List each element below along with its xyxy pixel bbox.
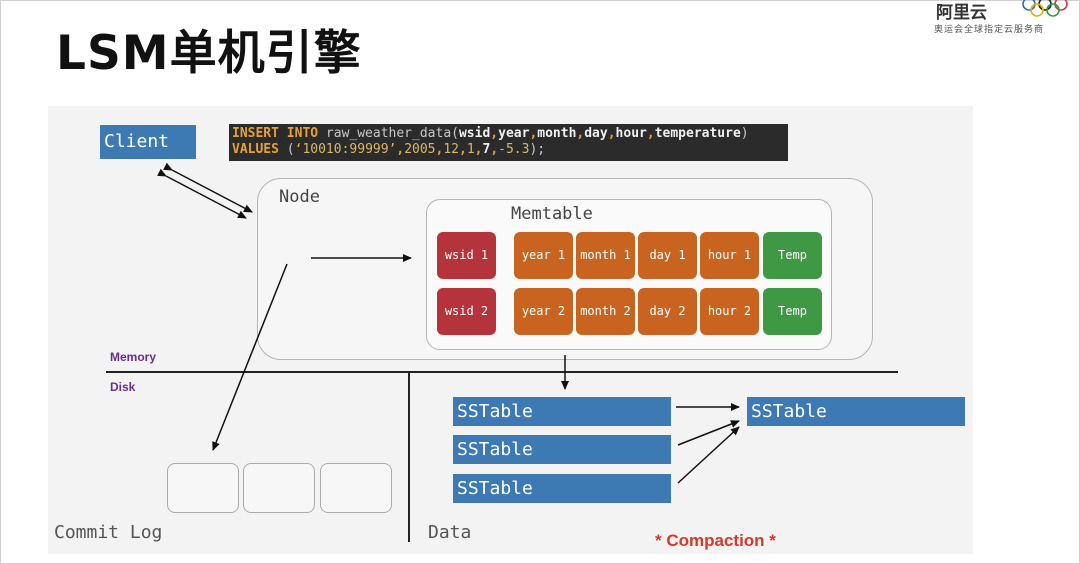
code-field-year: year bbox=[498, 126, 530, 141]
node-to-commitlog-arrow bbox=[212, 263, 288, 451]
commit-log-block-2 bbox=[243, 463, 315, 513]
memtable-cell-day-1: day 1 bbox=[638, 232, 697, 279]
memtable-cell-month-2: month 2 bbox=[576, 288, 635, 335]
olympic-rings-icon bbox=[1022, 0, 1068, 17]
memtable-cell-day-2: day 2 bbox=[638, 288, 697, 335]
code-field-day: day bbox=[584, 126, 608, 141]
sstable-merged: SSTable bbox=[747, 397, 965, 426]
sstable-3: SSTable bbox=[453, 474, 671, 503]
compaction-label: * Compaction * bbox=[655, 531, 776, 550]
memtable-cell-hour-2: hour 2 bbox=[700, 288, 759, 335]
sstable-2: SSTable bbox=[453, 435, 671, 464]
code-field-temperature: temperature bbox=[654, 126, 741, 141]
logo-subtitle: 奥运会全球指定云服务商 bbox=[934, 25, 1045, 35]
code-value-wsid: ‘10010:99999’ bbox=[294, 142, 397, 157]
code-field-month: month bbox=[537, 126, 577, 141]
code-value-day: 1 bbox=[466, 142, 475, 157]
memtable-cell-wsid-1: wsid 1 bbox=[437, 232, 496, 279]
memtable-cell-wsid-2: wsid 2 bbox=[437, 288, 496, 335]
memtable-cell-hour-1: hour 1 bbox=[700, 232, 759, 279]
code-field-wsid: wsid bbox=[458, 126, 491, 141]
commit-log-block-3 bbox=[320, 463, 392, 513]
code-close-paren: ) bbox=[740, 126, 749, 141]
aliyun-logo: 阿里云 奥运会全球指定云服务商 bbox=[932, 0, 1072, 44]
memory-label: Memory bbox=[110, 350, 157, 364]
memtable-label: Memtable bbox=[511, 204, 593, 224]
code-value-year: 2005 bbox=[404, 142, 436, 157]
memtable-cell-year-2: year 2 bbox=[514, 288, 573, 335]
sstable-1: SSTable bbox=[453, 397, 671, 426]
data-label: Data bbox=[428, 522, 472, 543]
compaction-arrow-3 bbox=[677, 426, 740, 484]
code-keyword-values: VALUES bbox=[232, 142, 279, 157]
memtable-cell-temp-1: Temp bbox=[763, 232, 822, 279]
code-open-paren: ( bbox=[278, 142, 295, 157]
code-value-temperature: -5.3 bbox=[498, 142, 530, 157]
client-node-arrow-2 bbox=[157, 168, 247, 219]
node-label: Node bbox=[279, 187, 320, 207]
disk-label: Disk bbox=[110, 380, 136, 394]
insert-statement-code: INSERT INTO raw_weather_data(wsid,year,m… bbox=[229, 124, 788, 161]
page-title: LSM单机引擎 bbox=[56, 26, 362, 81]
code-value-month: 12 bbox=[443, 142, 459, 157]
client-node-arrow-1 bbox=[163, 162, 253, 213]
commit-log-label: Commit Log bbox=[54, 522, 163, 543]
compaction-arrow-2 bbox=[677, 420, 740, 446]
memtable-cell-month-1: month 1 bbox=[576, 232, 635, 279]
commit-log-block-1 bbox=[167, 463, 239, 513]
logo-brand: 阿里云 bbox=[936, 3, 987, 23]
code-value-hour: 7 bbox=[482, 142, 491, 157]
memtable-cell-temp-2: Temp bbox=[763, 288, 822, 335]
memtable-cell-year-1: year 1 bbox=[514, 232, 573, 279]
code-table: raw_weather_data( bbox=[318, 126, 459, 141]
client-box: Client bbox=[100, 125, 196, 159]
code-field-hour: hour bbox=[615, 126, 647, 141]
code-close: ); bbox=[529, 142, 546, 157]
code-keyword-insert: INSERT INTO bbox=[232, 126, 319, 141]
